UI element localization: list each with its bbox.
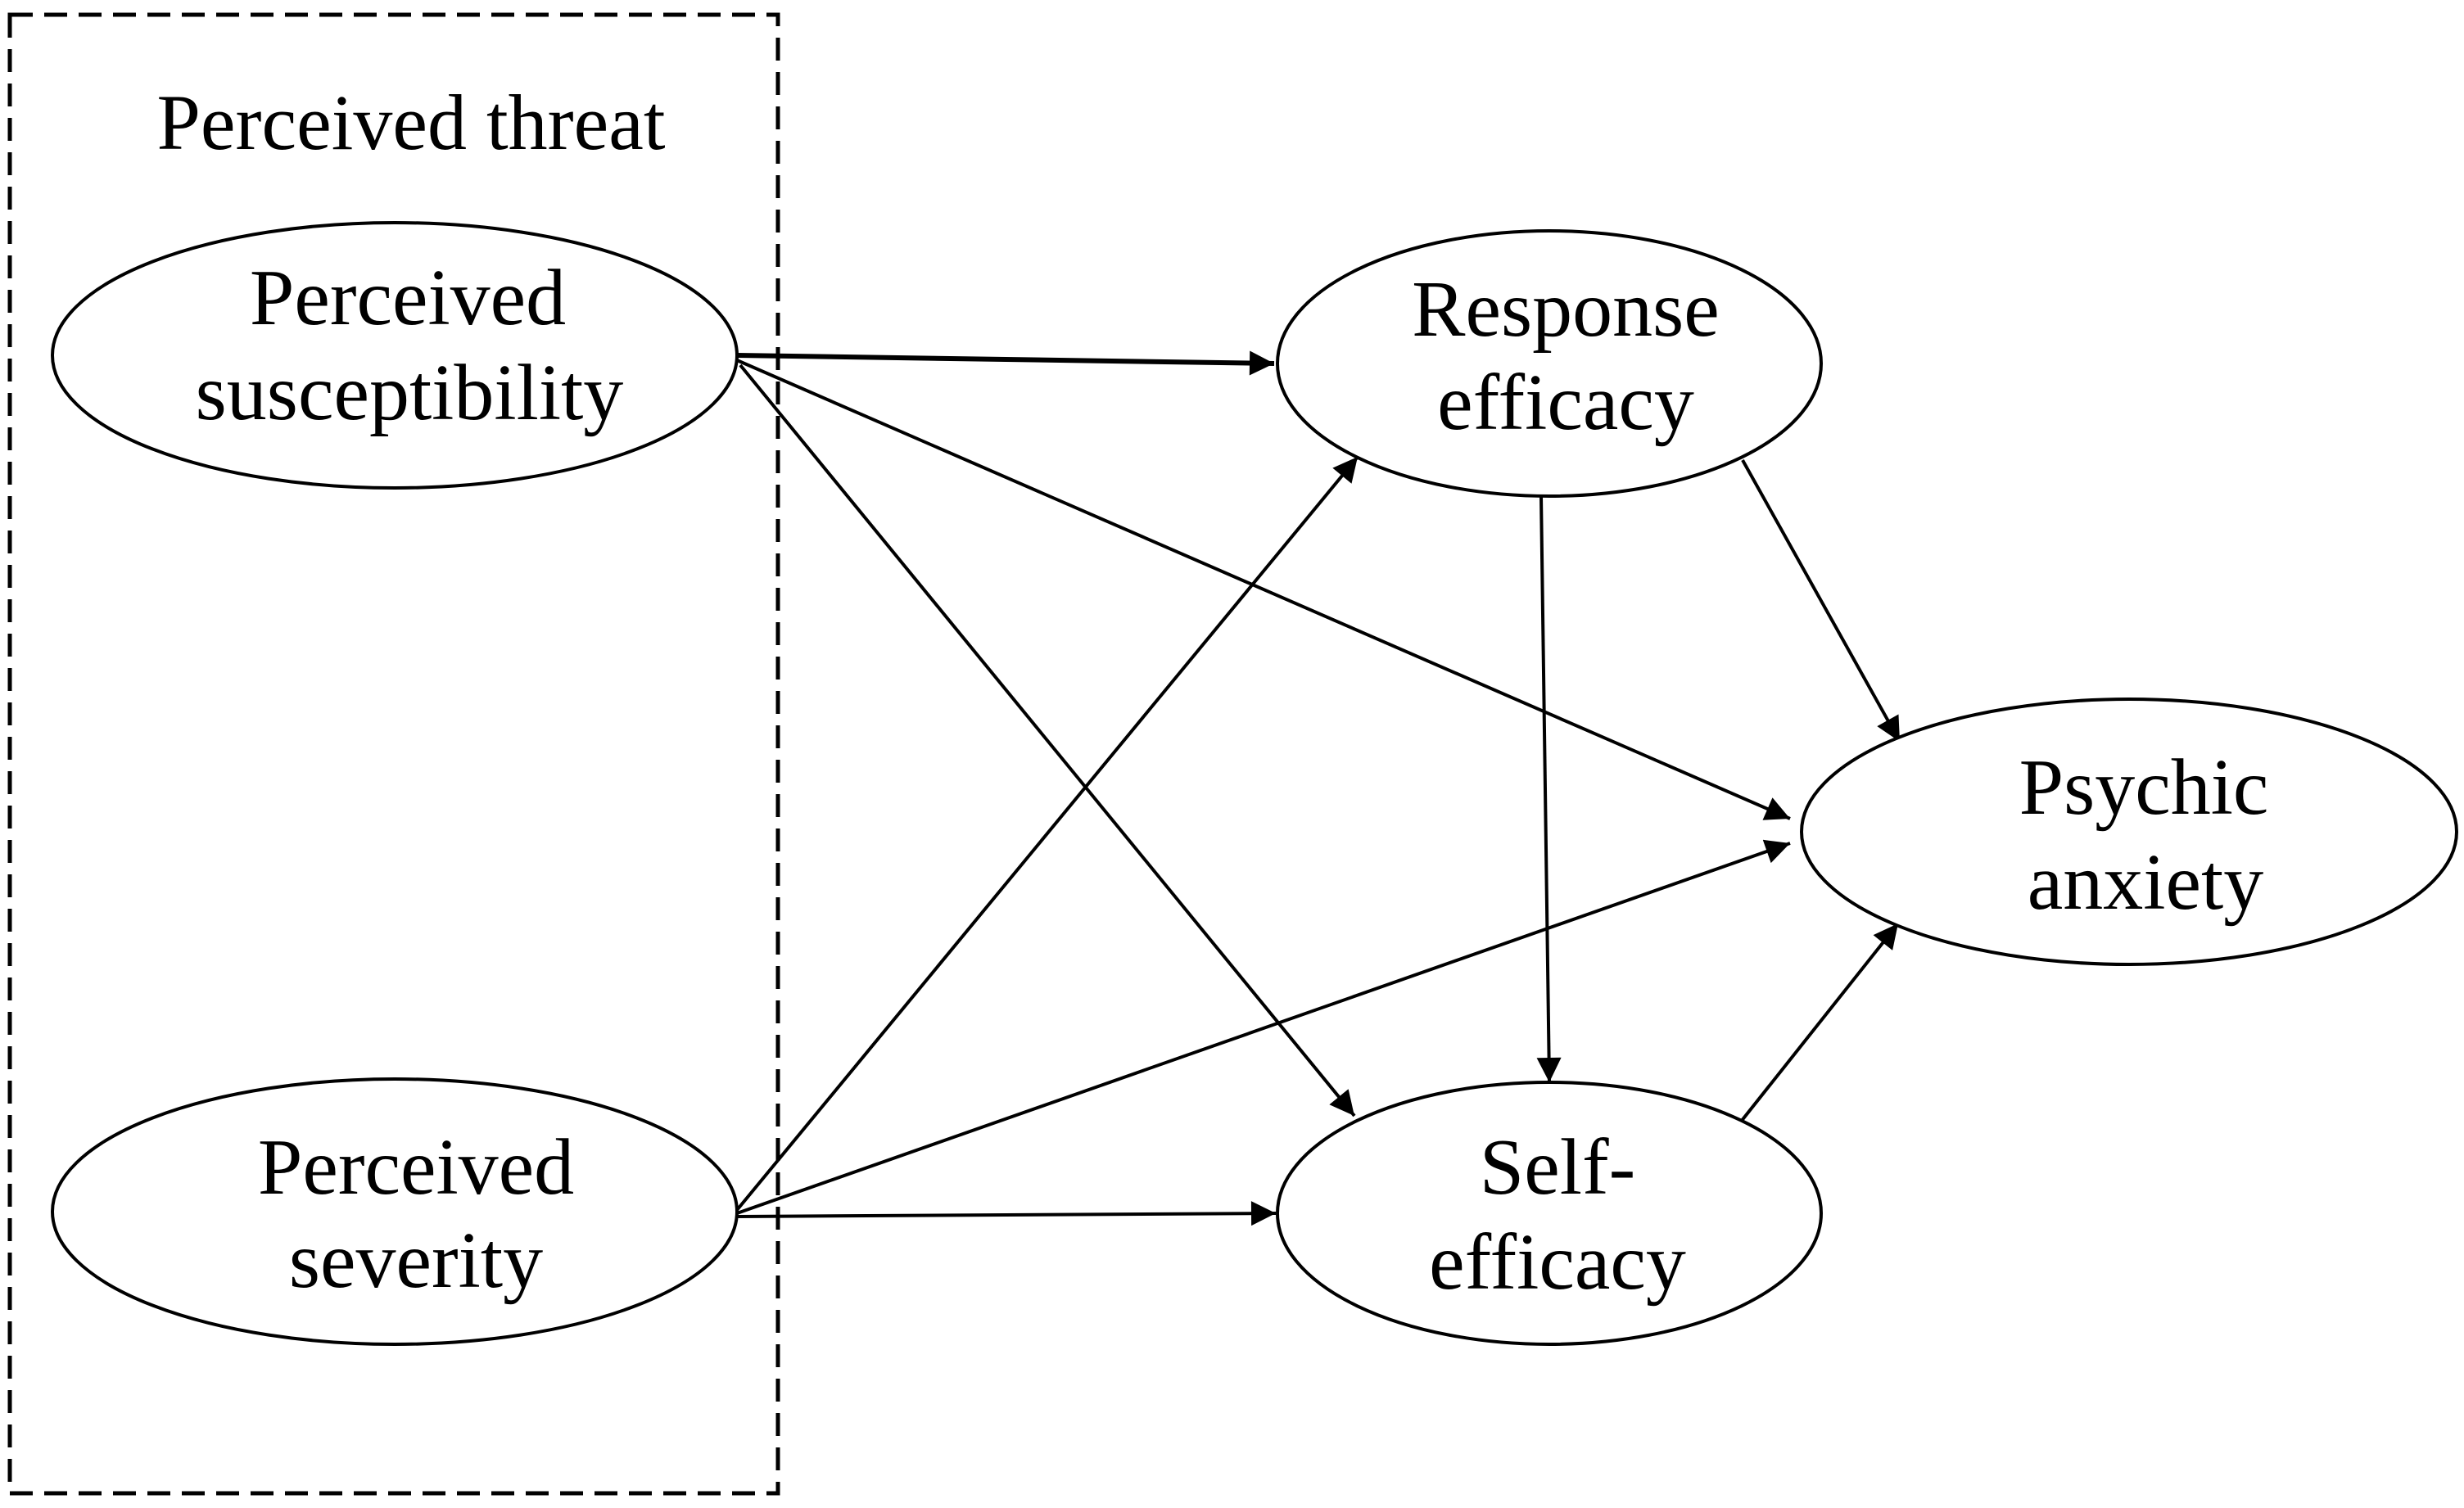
edge-severity-to-psychic-anxiety <box>736 839 1791 1215</box>
edge-severity-to-self-efficacy <box>736 1201 1277 1226</box>
node-perceived-severity-ellipse <box>51 1077 739 1346</box>
node-perceived-susceptibility-ellipse <box>51 221 739 490</box>
node-response-efficacy-ellipse <box>1276 229 1823 498</box>
edge-response-efficacy-to-psychic-anxiety <box>1741 459 1901 743</box>
node-self-efficacy-ellipse <box>1276 1081 1823 1346</box>
node-perceived-susceptibility-line2: susceptibility <box>196 349 624 437</box>
node-self-efficacy-line1: Self- <box>1480 1123 1636 1212</box>
node-psychic-anxiety-line2: anxiety <box>2028 838 2263 927</box>
edge-susceptibility-to-psychic-anxiety <box>736 359 1791 820</box>
node-psychic-anxiety-line1: Psychic <box>2019 743 2269 832</box>
node-perceived-severity-line2: severity <box>289 1217 543 1305</box>
edge-susceptibility-to-response-efficacy <box>736 350 1275 376</box>
node-self-efficacy-line2: efficacy <box>1429 1218 1686 1307</box>
node-perceived-susceptibility: Perceived susceptibility <box>51 221 739 490</box>
node-self-efficacy: Self- efficacy <box>1276 1081 1823 1346</box>
node-perceived-susceptibility-line1: Perceived <box>250 254 566 342</box>
node-psychic-anxiety: Psychic anxiety <box>1800 698 2458 966</box>
edge-severity-to-response-efficacy <box>735 455 1359 1212</box>
node-response-efficacy-line2: efficacy <box>1437 359 1694 447</box>
node-perceived-severity: Perceived severity <box>51 1077 739 1346</box>
node-psychic-anxiety-ellipse <box>1800 698 2458 966</box>
node-response-efficacy-line1: Response <box>1412 265 1720 354</box>
edge-response-efficacy-to-self-efficacy <box>1536 495 1562 1083</box>
edge-self-efficacy-to-psychic-anxiety <box>1739 922 1900 1123</box>
perceived-threat-group-box <box>7 12 780 1496</box>
node-response-efficacy: Response efficacy <box>1276 229 1823 498</box>
perceived-threat-label: Perceived threat <box>157 79 666 166</box>
node-perceived-severity-line1: Perceived <box>258 1123 574 1212</box>
edge-susceptibility-to-self-efficacy <box>739 363 1356 1117</box>
